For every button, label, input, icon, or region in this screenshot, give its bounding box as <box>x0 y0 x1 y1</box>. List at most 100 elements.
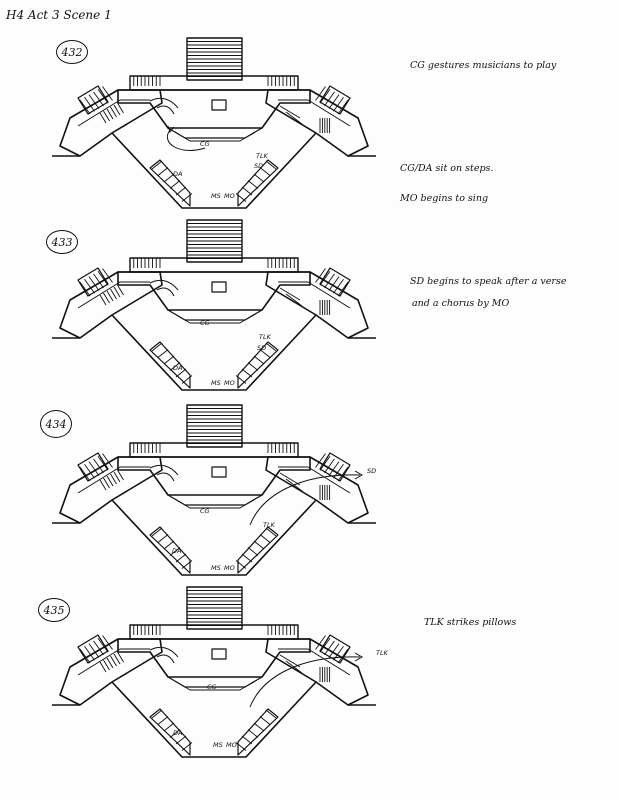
left-wing <box>59 271 163 339</box>
right-wing-inner <box>278 281 351 309</box>
panel-433-note-1: SD begins to speak after a verse <box>410 276 567 287</box>
movement-arrow <box>167 129 206 151</box>
left-spiral-stair-inner <box>156 105 175 115</box>
exit-arrow-head <box>354 470 364 480</box>
left-wing-stairs <box>77 452 113 482</box>
upstage-stairs <box>186 586 243 630</box>
inner-stage <box>117 456 311 496</box>
upper-gallery <box>129 75 299 91</box>
label-ms: MS <box>211 192 221 200</box>
inner-step-2 <box>174 680 256 691</box>
panel-435-note-1: TLK strikes pillows <box>424 617 517 628</box>
label-sd: SD <box>254 162 263 170</box>
inner-stage <box>117 638 311 678</box>
left-wing <box>59 638 163 706</box>
stage-structure <box>52 37 376 209</box>
label-cg: CG <box>200 507 210 515</box>
label-cg: CG <box>200 319 210 327</box>
left-wing-inner <box>77 466 150 494</box>
stage-structure <box>52 586 376 758</box>
label-mo: MO <box>224 564 235 572</box>
right-wing <box>265 89 369 157</box>
label-ms: MS <box>211 379 221 387</box>
left-lower-stairs <box>99 284 124 306</box>
upper-gallery <box>129 257 299 273</box>
left-wing-inner <box>77 648 150 676</box>
exit-path <box>249 656 361 708</box>
left-wing-stairs <box>77 634 113 664</box>
upstage-stairs <box>186 219 243 263</box>
label-ms: MS <box>213 741 223 749</box>
upstage-stairs <box>186 37 243 81</box>
left-spiral-stair <box>149 97 179 109</box>
label-ms: MS <box>211 564 221 572</box>
label-tlk: TLK <box>256 152 269 160</box>
left-lower-stairs <box>99 469 124 491</box>
downstage-left-stairs <box>149 341 193 389</box>
center-trap <box>211 648 227 660</box>
arrow-head <box>167 125 175 134</box>
right-ramp-detail <box>279 287 303 307</box>
inner-step-2 <box>174 313 256 324</box>
right-wing <box>265 638 369 706</box>
left-wing-stairs <box>77 85 113 115</box>
label-da: DA <box>172 547 181 555</box>
left-railing <box>129 258 161 268</box>
panel-433-note-2: and a chorus by MO <box>412 298 510 309</box>
label-cg: CG <box>207 683 217 691</box>
right-ramp-detail <box>279 654 303 674</box>
exit-path <box>249 474 361 526</box>
panel-432-note-3: MO begins to sing <box>400 193 489 204</box>
left-wing-inner <box>77 99 150 127</box>
downstage-left-stairs <box>149 708 193 756</box>
left-railing <box>129 625 161 635</box>
label-tlk: TLK <box>259 333 272 341</box>
upper-gallery <box>129 442 299 458</box>
downstage-edge <box>111 681 317 758</box>
right-wing-stairs <box>315 267 351 297</box>
right-railing <box>267 625 299 635</box>
right-wing-stairs <box>315 452 351 482</box>
right-wing-inner <box>278 466 351 494</box>
label-da: DA <box>173 170 182 178</box>
right-pillars <box>319 485 331 500</box>
downstage-edge <box>111 499 317 576</box>
left-lower-stairs <box>99 102 124 124</box>
right-pillars <box>319 118 331 133</box>
label-da: DA <box>173 364 182 372</box>
label-cg: CG <box>200 140 210 148</box>
stage-structure <box>52 219 376 391</box>
downstage-left-stairs <box>149 526 193 574</box>
left-spiral-stair <box>149 279 179 291</box>
right-railing <box>267 76 299 86</box>
right-wing <box>265 456 369 524</box>
label-mo: MO <box>226 741 237 749</box>
left-railing <box>129 443 161 453</box>
left-spiral-stair <box>149 646 179 658</box>
exit-arrow-head <box>354 652 364 662</box>
downstage-right-stairs <box>235 708 279 756</box>
panel-432-note-2: CG/DA sit on steps. <box>400 163 494 174</box>
panel-number-434: 434 <box>40 410 72 438</box>
upper-gallery <box>129 624 299 640</box>
center-trap <box>211 466 227 478</box>
label-sd: SD <box>367 467 376 475</box>
downstage-right-stairs <box>235 526 279 574</box>
left-wing-inner <box>77 281 150 309</box>
inner-step-2 <box>174 131 256 142</box>
stage-structure <box>52 404 376 576</box>
left-spiral-stair-inner <box>156 654 175 664</box>
right-wing-inner <box>278 99 351 127</box>
left-wing-stairs <box>77 267 113 297</box>
right-wing-inner <box>278 648 351 676</box>
label-tlk: TLK <box>376 649 389 657</box>
right-wing <box>265 271 369 339</box>
center-trap <box>211 99 227 111</box>
label-sd: SD <box>257 344 266 352</box>
